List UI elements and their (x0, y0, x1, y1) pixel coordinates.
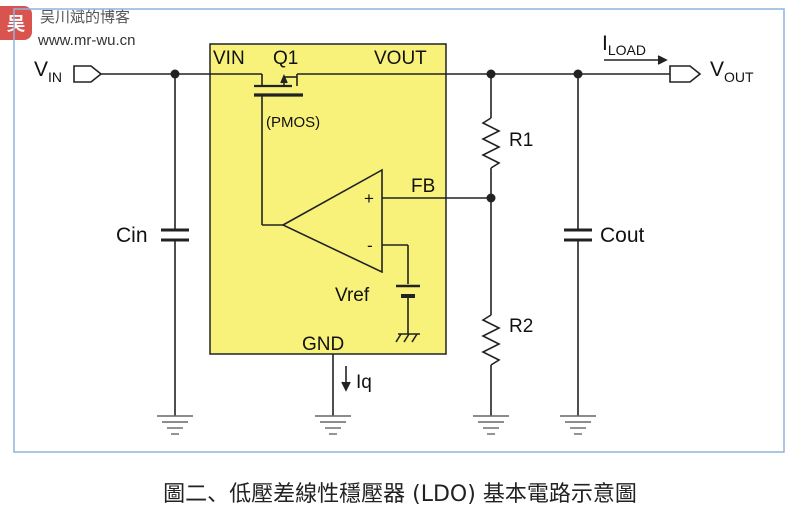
figure-caption: 圖二、低壓差線性穩壓器 (LDO) 基本電路示意圖 (163, 482, 637, 507)
junction-dot (486, 69, 496, 79)
junction-dot (170, 69, 180, 79)
pmos-q1 (254, 73, 303, 110)
r1-resistor (481, 117, 501, 169)
ic-vout-pin-label: VOUT (374, 48, 427, 69)
r2-ground-icon (473, 415, 509, 435)
gnd-label: GND (302, 334, 344, 355)
vout-label: VOUT (710, 58, 754, 85)
fb-label: FB (411, 176, 435, 197)
gnd-ground-icon (315, 415, 351, 435)
vout-connector (669, 65, 702, 83)
blog-url[interactable]: www.mr-wu.cn (38, 32, 136, 49)
ic-vin-pin-label: VIN (213, 48, 245, 69)
cout-label: Cout (600, 224, 645, 247)
junction-dot (573, 69, 583, 79)
ldo-ic-block (209, 43, 447, 355)
vref-label: Vref (335, 285, 370, 306)
r2-label: R2 (509, 316, 533, 337)
junction-dot (486, 193, 496, 203)
error-amplifier (281, 168, 383, 274)
iq-label: Iq (356, 372, 372, 393)
vin-connector (73, 65, 103, 83)
q1-label: Q1 (273, 48, 298, 69)
diagram-border (13, 8, 785, 453)
cout-ground-icon (560, 415, 596, 435)
cin-ground-icon (157, 415, 193, 435)
r1-label: R1 (509, 130, 533, 151)
cin-label: Cin (116, 224, 148, 247)
watermark: 吴 吴川斌的博客 www.mr-wu.cn (0, 0, 200, 56)
blog-name: 吴川斌的博客 (40, 8, 131, 26)
pmos-label: (PMOS) (266, 114, 320, 131)
blog-logo-badge: 吴 (0, 6, 32, 40)
opamp-plus-label: + (364, 189, 374, 208)
r2-resistor (481, 314, 501, 366)
opamp-minus-label: - (367, 236, 373, 255)
iload-label: ILOAD (602, 32, 646, 58)
vin-label: VIN (34, 58, 62, 85)
